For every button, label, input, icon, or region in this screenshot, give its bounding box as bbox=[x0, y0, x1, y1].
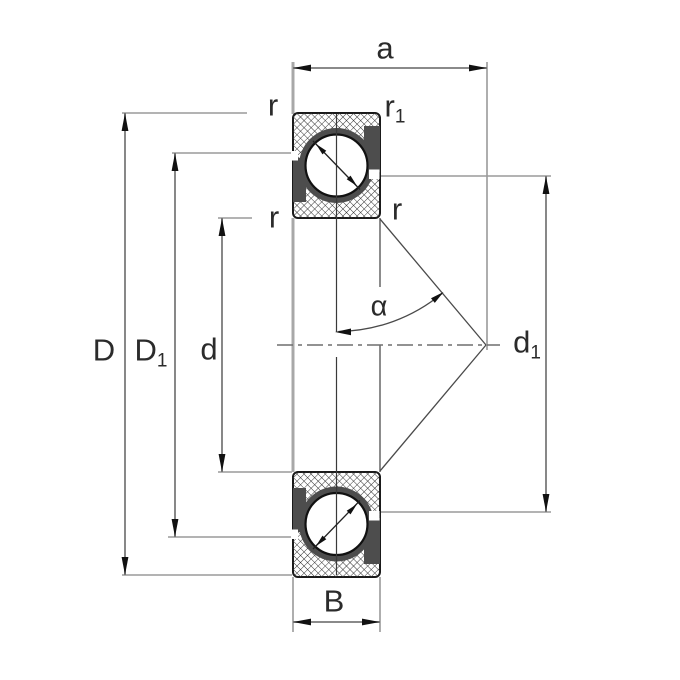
label-shoulder-diameter-D1: D1 bbox=[134, 332, 168, 372]
label-outside-diameter-D: D bbox=[92, 332, 116, 368]
label-contact-angle-alpha: α bbox=[370, 290, 388, 323]
label-width-a: a bbox=[376, 30, 394, 66]
bearing-bottom-section bbox=[291, 357, 381, 578]
label-shoulder-diameter-d1: d1 bbox=[513, 324, 541, 364]
label-radius-r-mid-right: r bbox=[391, 191, 403, 227]
shoulder-notch-right bbox=[369, 169, 380, 179]
label-radius-r1: r1 bbox=[384, 88, 406, 128]
shoulder-notch-left bbox=[291, 151, 298, 161]
contact-lines bbox=[379, 218, 487, 472]
dimension-arrowheads bbox=[121, 64, 550, 626]
label-radius-r-top-left: r bbox=[267, 87, 279, 123]
label-width-B: B bbox=[323, 583, 345, 619]
shoulder-notch-left bbox=[291, 529, 298, 539]
extension-lines bbox=[122, 62, 551, 632]
label-radius-r-mid-left: r bbox=[268, 199, 280, 235]
label-bore-diameter-d: d bbox=[200, 331, 218, 367]
shoulder-notch-right bbox=[369, 511, 380, 521]
contact-angle-arc bbox=[335, 292, 444, 336]
bearing-top-section bbox=[291, 112, 381, 332]
